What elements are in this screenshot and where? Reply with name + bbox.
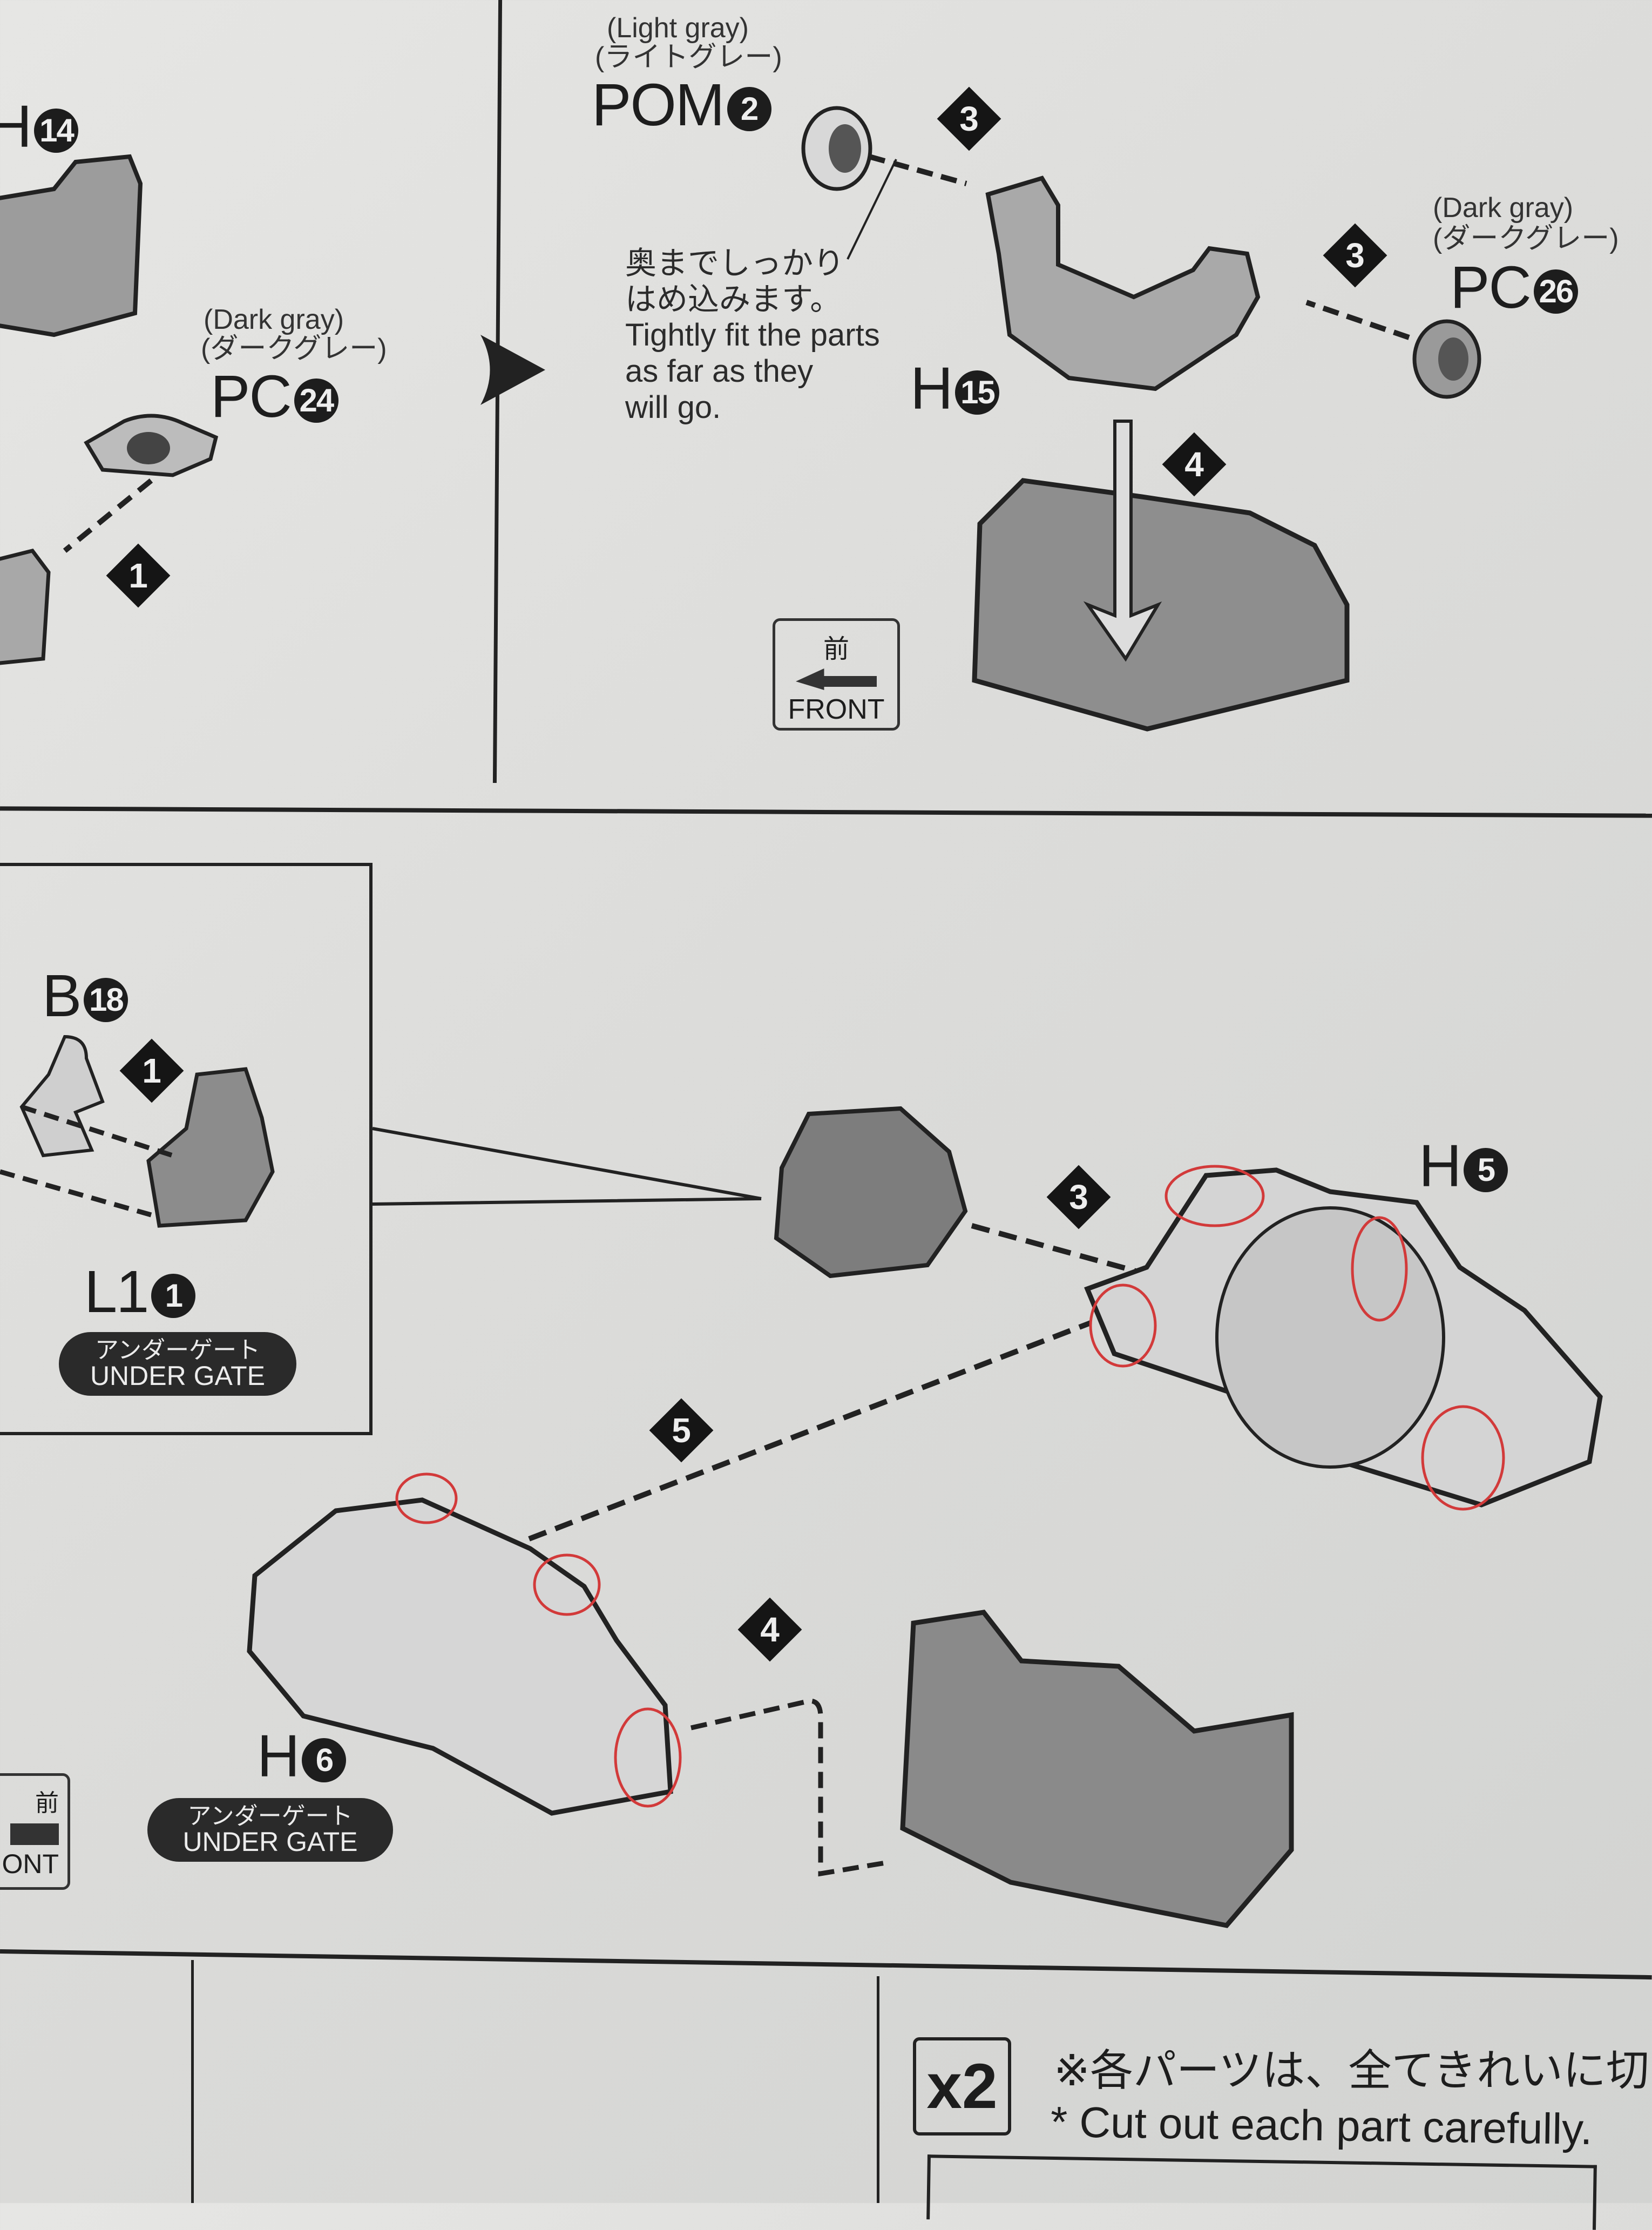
step-diamond-4: 4	[1162, 432, 1227, 497]
front-arrow-icon	[10, 1823, 59, 1845]
part-pc26-illustration	[1412, 319, 1481, 399]
step-diamond-3a: 3	[937, 86, 1001, 151]
pom-color-en: (Light gray)	[607, 12, 749, 44]
seat-illustration	[146, 1067, 275, 1228]
part-base-illustration	[900, 1610, 1294, 1928]
footer-note-en: * Cut out each part carefully.	[1050, 2098, 1593, 2154]
annotation-circle	[395, 1472, 458, 1524]
step-diamond-3b: 3	[1323, 223, 1387, 288]
front-jp-label: 前	[823, 635, 849, 664]
seat-assembly-illustration	[774, 1106, 968, 1279]
callout-lines	[372, 1127, 762, 1206]
arrow-dashed	[63, 478, 153, 553]
annotation-circle	[1089, 1283, 1157, 1368]
part-pom2-illustration	[801, 106, 872, 191]
step-diamond-4b: 4	[737, 1597, 802, 1662]
front-en-label: ONT	[2, 1849, 59, 1879]
pc26-color-en: (Dark gray)	[1433, 192, 1574, 224]
arrow-dashed-pom	[868, 154, 967, 186]
vertical-divider-bottom-left	[191, 1960, 194, 2203]
annotation-circle	[533, 1553, 601, 1616]
inset-box	[0, 863, 373, 1435]
arrow-dashed-step5	[528, 1320, 1092, 1542]
part-h14-base-illustration	[972, 420, 1350, 732]
arrow-dashed-step4	[690, 1698, 886, 1877]
front-direction-badge: 前 FRONT	[773, 618, 900, 731]
step-diamond-1: 1	[106, 543, 171, 608]
footer-note-jp: ※各パーツは、全てきれいに切り	[1054, 2046, 1652, 2094]
leader-line	[847, 159, 897, 260]
inset-arrows-dashed	[0, 1104, 174, 1218]
front-direction-badge-partial: 前 ONT	[0, 1773, 70, 1890]
pc26-color-jp: (ダークグレー)	[1433, 223, 1619, 254]
footer-box	[926, 2154, 1597, 2230]
pilot-figure-illustration	[19, 1035, 105, 1158]
next-arrow-icon	[480, 335, 545, 405]
part-pc24-illustration	[84, 414, 219, 477]
part-h15-illustration	[985, 175, 1261, 391]
front-jp-label: 前	[35, 1790, 59, 1816]
arrow-dashed-pc26	[1305, 300, 1410, 340]
annotation-circle	[1351, 1216, 1408, 1322]
vertical-divider-bottom-mid	[877, 1976, 879, 2203]
part-h5-illustration	[1084, 1167, 1603, 1508]
part-h14-partial-lower	[0, 549, 51, 665]
inset-step-diamond-1: 1	[119, 1038, 184, 1103]
step-diamond-5: 5	[649, 1398, 714, 1463]
pom-color-jp: (ライトグレー)	[595, 42, 782, 73]
step-diamond-3: 3	[1046, 1165, 1111, 1229]
front-en-label: FRONT	[788, 694, 885, 725]
pc24-color-en: (Dark gray)	[204, 304, 344, 335]
part-h14-illustration	[0, 154, 143, 337]
multiplier-badge: x2	[913, 2037, 1011, 2136]
annotation-circle	[614, 1707, 682, 1808]
pc24-color-jp: (ダークグレー)	[201, 333, 387, 364]
annotation-circle	[1421, 1405, 1505, 1511]
annotation-circle	[1164, 1165, 1265, 1227]
